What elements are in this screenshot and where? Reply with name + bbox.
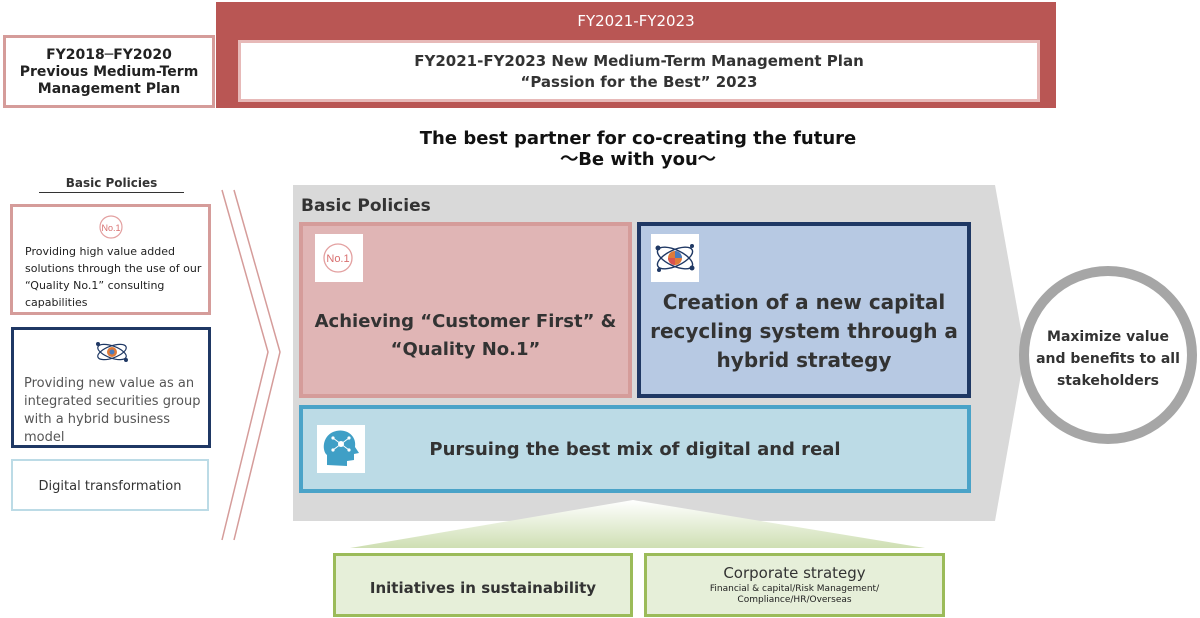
corporate-details-line1: Financial & capital/Risk Management/ <box>709 584 880 594</box>
new-plan-box: FY2021-FY2023 New Medium-Term Management… <box>238 40 1040 102</box>
tagline: The best partner for co-creating the fut… <box>300 128 976 170</box>
previous-policy-quality: No.1 Providing high value added solution… <box>10 204 211 315</box>
hybrid-line2: recycling system through a <box>650 319 958 343</box>
corporate-strategy-details: Financial & capital/Risk Management/ Com… <box>647 584 942 606</box>
stakeholder-value-label: Maximize value and benefits to all stake… <box>1029 326 1187 392</box>
new-plan-title: FY2021-FY2023 New Medium-Term Management… <box>414 52 864 70</box>
no1-icon: No.1 <box>315 234 363 282</box>
svg-text:No.1: No.1 <box>326 253 349 265</box>
corporate-strategy-title: Corporate strategy <box>723 564 866 582</box>
hybrid-line3: hybrid strategy <box>716 348 892 372</box>
outcome-line3: stakeholders <box>1056 373 1160 389</box>
new-plan-subtitle: “Passion for the Best” 2023 <box>520 73 758 91</box>
svg-text:No.1: No.1 <box>101 223 120 233</box>
period-label: FY2021-FY2023 <box>577 12 695 30</box>
previous-policy-digital-text: Digital transformation <box>38 479 182 494</box>
tagline-sub: ～Be with you～ <box>560 149 716 170</box>
hybrid-line1: Creation of a new capital <box>662 290 946 314</box>
previous-policies-heading: Basic Policies <box>39 176 184 193</box>
ai-head-icon <box>317 425 365 473</box>
previous-policy-digital: Digital transformation <box>11 459 209 511</box>
sustainability-label: Initiatives in sustainability <box>369 579 597 597</box>
previous-policy-quality-text: Providing high value added solutions thr… <box>25 245 202 309</box>
corporate-details-line2: Compliance/HR/Overseas <box>737 595 852 605</box>
previous-policy-hybrid: Providing new value as an integrated sec… <box>11 327 211 448</box>
customer-first-label: Achieving “Customer First” & “Quality No… <box>303 308 628 364</box>
support-triangle <box>350 500 925 548</box>
previous-policy-hybrid-text: Providing new value as an integrated sec… <box>24 376 201 445</box>
previous-plan-period: FY2018─FY2020 <box>46 47 172 63</box>
no1-icon: No.1 <box>99 215 123 239</box>
previous-plan-title-2: Management Plan <box>37 81 181 97</box>
customer-first-line1: Achieving “Customer First” & <box>314 311 617 332</box>
customer-first-line2: “Quality No.1” <box>390 339 541 360</box>
previous-plan-box: FY2018─FY2020 Previous Medium-Term Manag… <box>3 35 215 108</box>
outcome-line2: and benefits to all <box>1036 351 1180 367</box>
stakeholder-value-circle: Maximize value and benefits to all stake… <box>1019 266 1197 444</box>
network-icon <box>96 342 128 362</box>
previous-plan-title: Previous Medium-Term <box>19 64 199 80</box>
hybrid-strategy-box: Creation of a new capital recycling syst… <box>637 222 971 398</box>
network-icon <box>651 234 699 282</box>
hybrid-strategy-label: Creation of a new capital recycling syst… <box>641 288 967 375</box>
outcome-line1: Maximize value <box>1047 329 1169 345</box>
basic-policies-title: Basic Policies <box>301 196 431 216</box>
customer-first-box: No.1 Achieving “Customer First” & “Quali… <box>299 222 632 398</box>
corporate-strategy-box: Corporate strategy Financial & capital/R… <box>644 553 945 617</box>
transition-chevron <box>221 189 269 541</box>
digital-real-label: Pursuing the best mix of digital and rea… <box>429 439 841 460</box>
sustainability-box: Initiatives in sustainability <box>333 553 633 617</box>
digital-real-box: Pursuing the best mix of digital and rea… <box>299 405 971 493</box>
tagline-main: The best partner for co-creating the fut… <box>419 128 857 149</box>
